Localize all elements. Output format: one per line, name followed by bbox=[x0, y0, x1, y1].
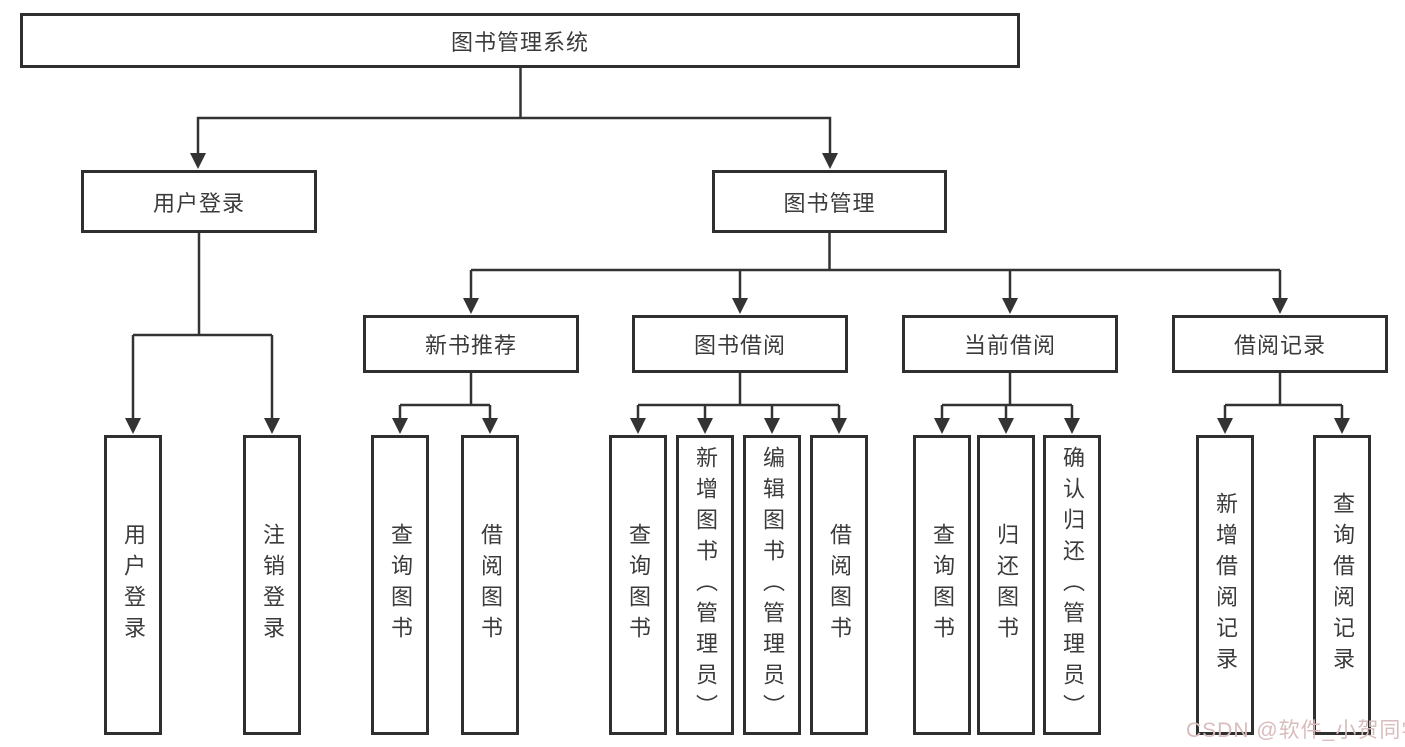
leaf-label: 注销登录 bbox=[260, 523, 285, 647]
leaf-logout: 注销登录 bbox=[243, 435, 301, 735]
node-library-management-system: 图书管理系统 bbox=[20, 13, 1020, 68]
node-label: 图书借阅 bbox=[693, 333, 786, 358]
leaf-label: 查询图书 bbox=[626, 523, 651, 647]
leaf-label: 新增借阅记录 bbox=[1213, 492, 1238, 678]
node-book-borrow: 图书借阅 bbox=[632, 315, 848, 373]
node-new-book-recommend: 新书推荐 bbox=[363, 315, 579, 373]
leaf-label: 查询借阅记录 bbox=[1330, 492, 1355, 678]
leaf-label: 编辑图书（管理员） bbox=[760, 445, 785, 725]
arrowheads bbox=[125, 153, 1350, 434]
leaf-label: 确认归还（管理员） bbox=[1060, 445, 1085, 725]
leaf-user-login: 用户登录 bbox=[104, 435, 162, 735]
leaf-query-books-current: 查询图书 bbox=[913, 435, 971, 735]
leaf-label: 借阅图书 bbox=[827, 523, 852, 647]
leaf-borrow-books-recommend: 借阅图书 bbox=[461, 435, 519, 735]
node-book-management: 图书管理 bbox=[712, 170, 947, 233]
node-borrow-records: 借阅记录 bbox=[1172, 315, 1388, 373]
node-label: 当前借阅 bbox=[963, 333, 1056, 358]
node-label: 用户登录 bbox=[152, 190, 245, 216]
csdn-watermark: CSDN @软件_小贺同学 bbox=[1186, 719, 1405, 742]
leaf-label: 查询图书 bbox=[930, 523, 955, 647]
leaf-add-borrow-record: 新增借阅记录 bbox=[1196, 435, 1254, 735]
leaf-query-borrow-record: 查询借阅记录 bbox=[1313, 435, 1371, 735]
node-current-borrow: 当前借阅 bbox=[902, 315, 1118, 373]
node-user-login: 用户登录 bbox=[81, 170, 317, 233]
leaf-return-books: 归还图书 bbox=[977, 435, 1035, 735]
leaf-query-books-borrow: 查询图书 bbox=[609, 435, 667, 735]
leaf-confirm-return-admin: 确认归还（管理员） bbox=[1043, 435, 1101, 735]
leaf-label: 借阅图书 bbox=[478, 523, 503, 647]
leaf-add-books-admin: 新增图书（管理员） bbox=[676, 435, 734, 735]
leaf-query-books-recommend: 查询图书 bbox=[371, 435, 429, 735]
node-label: 图书管理 bbox=[783, 190, 876, 216]
leaf-label: 用户登录 bbox=[121, 523, 146, 647]
leaf-borrow-books: 借阅图书 bbox=[810, 435, 868, 735]
leaf-edit-books-admin: 编辑图书（管理员） bbox=[743, 435, 801, 735]
node-label: 借阅记录 bbox=[1233, 333, 1326, 358]
node-label: 图书管理系统 bbox=[450, 29, 589, 55]
leaf-label: 归还图书 bbox=[994, 523, 1019, 647]
node-label: 新书推荐 bbox=[424, 333, 517, 358]
leaf-label: 查询图书 bbox=[388, 523, 413, 647]
leaf-label: 新增图书（管理员） bbox=[693, 445, 718, 725]
